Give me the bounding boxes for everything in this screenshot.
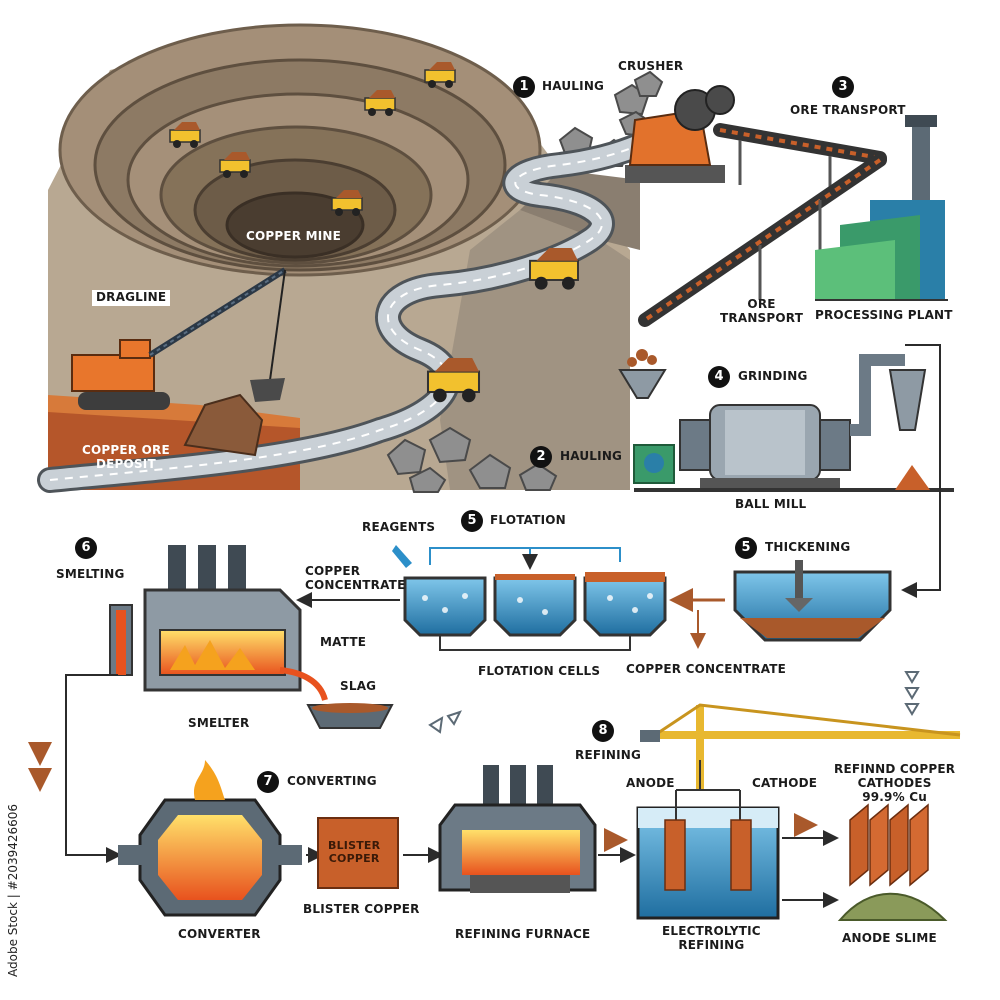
truck-icon	[331, 190, 363, 216]
label-slag: SLAG	[340, 679, 377, 693]
step-number-3: 3	[832, 76, 854, 98]
label-matte: MATTE	[320, 635, 367, 649]
label-ore-transport-belt: ORE TRANSPORT	[720, 297, 804, 325]
conveyor-icon	[638, 123, 887, 327]
haul-trucks	[169, 62, 579, 403]
label-refining: REFINING	[575, 748, 642, 762]
label-blister-copper-plate: BLISTER COPPER	[328, 839, 381, 865]
step-number-2: 2	[530, 446, 552, 468]
step-number-6: 6	[75, 537, 97, 559]
label-converting: CONVERTING	[287, 774, 377, 788]
label-grinding: GRINDING	[738, 369, 808, 383]
converter-vessel-icon	[118, 760, 302, 917]
label-refined-copper-cathodes: REFINND COPPER CATHODES 99.9% Cu	[834, 762, 956, 804]
ball-mill-icon	[618, 349, 954, 492]
label-ore-transport-3: ORE TRANSPORT	[790, 103, 906, 117]
label-crusher: CRUSHER	[618, 59, 684, 73]
label-flotation-cells: FLOTATION CELLS	[478, 664, 601, 678]
label-ball-mill: BALL MILL	[735, 497, 807, 511]
truck-icon	[169, 122, 201, 148]
anode-slime-pile-icon	[837, 892, 948, 921]
label-blister-copper: BLISTER COPPER	[303, 902, 420, 916]
stock-watermark: Adobe Stock | #2039426606	[6, 803, 20, 977]
electrolytic-cell-icon	[636, 789, 780, 920]
label-dragline: DRAGLINE	[92, 290, 171, 306]
flow-line-to-thickener	[901, 344, 941, 598]
label-hauling-1: HAULING	[542, 79, 605, 93]
label-copper-mine: COPPER MINE	[246, 229, 342, 243]
flotation-cells-icon	[392, 545, 667, 651]
label-anode-slime: ANODE SLIME	[842, 931, 937, 945]
label-thickening: THICKENING	[765, 540, 851, 554]
label-processing-plant: PROCESSING PLANT	[815, 308, 953, 322]
label-refining-furnace: REFINING FURNACE	[455, 927, 591, 941]
label-electrolytic-refining: ELECTROLYTIC REFINING	[662, 924, 761, 952]
fire-icon	[193, 760, 225, 800]
label-copper-concentrate-upper: COPPER CONCENTRATE	[305, 564, 406, 592]
dragline-excavator-icon	[71, 267, 287, 410]
crusher-machine-icon	[625, 85, 735, 183]
label-smelter: SMELTER	[188, 716, 250, 730]
blister-copper-plate-icon	[317, 817, 399, 889]
label-reagents: REAGENTS	[362, 520, 436, 534]
step-number-8: 8	[592, 720, 614, 742]
step-number-7: 7	[257, 771, 279, 793]
smelter-furnace-icon	[109, 545, 394, 729]
step-number-1: 1	[513, 76, 535, 98]
truck-icon	[426, 358, 481, 403]
refining-furnace-icon	[438, 765, 597, 893]
crane-icon	[640, 703, 961, 790]
label-converter: CONVERTER	[178, 927, 261, 941]
label-cathode: CATHODE	[752, 776, 818, 790]
thickener-tank-icon	[733, 560, 892, 642]
label-flotation: FLOTATION	[490, 513, 566, 527]
label-copper-concentrate-lower: COPPER CONCENTRATE	[626, 662, 787, 676]
label-smelting: SMELTING	[56, 567, 125, 581]
truck-icon	[364, 90, 396, 116]
decorative-arrows-icon	[428, 671, 920, 734]
truck-icon	[424, 62, 456, 88]
label-hauling-2: HAULING	[560, 449, 623, 463]
label-anode: ANODE	[626, 776, 675, 790]
truck-icon	[219, 152, 251, 178]
truck-icon	[529, 248, 579, 290]
label-copper-ore-deposit: COPPER ORE DEPOSIT	[82, 443, 170, 471]
step-number-5-flotation: 5	[461, 510, 483, 532]
processing-plant-icon	[815, 115, 948, 301]
step-number-4: 4	[708, 366, 730, 388]
step-number-5-thickening: 5	[735, 537, 757, 559]
refined-cathode-plates-icon	[849, 803, 929, 887]
